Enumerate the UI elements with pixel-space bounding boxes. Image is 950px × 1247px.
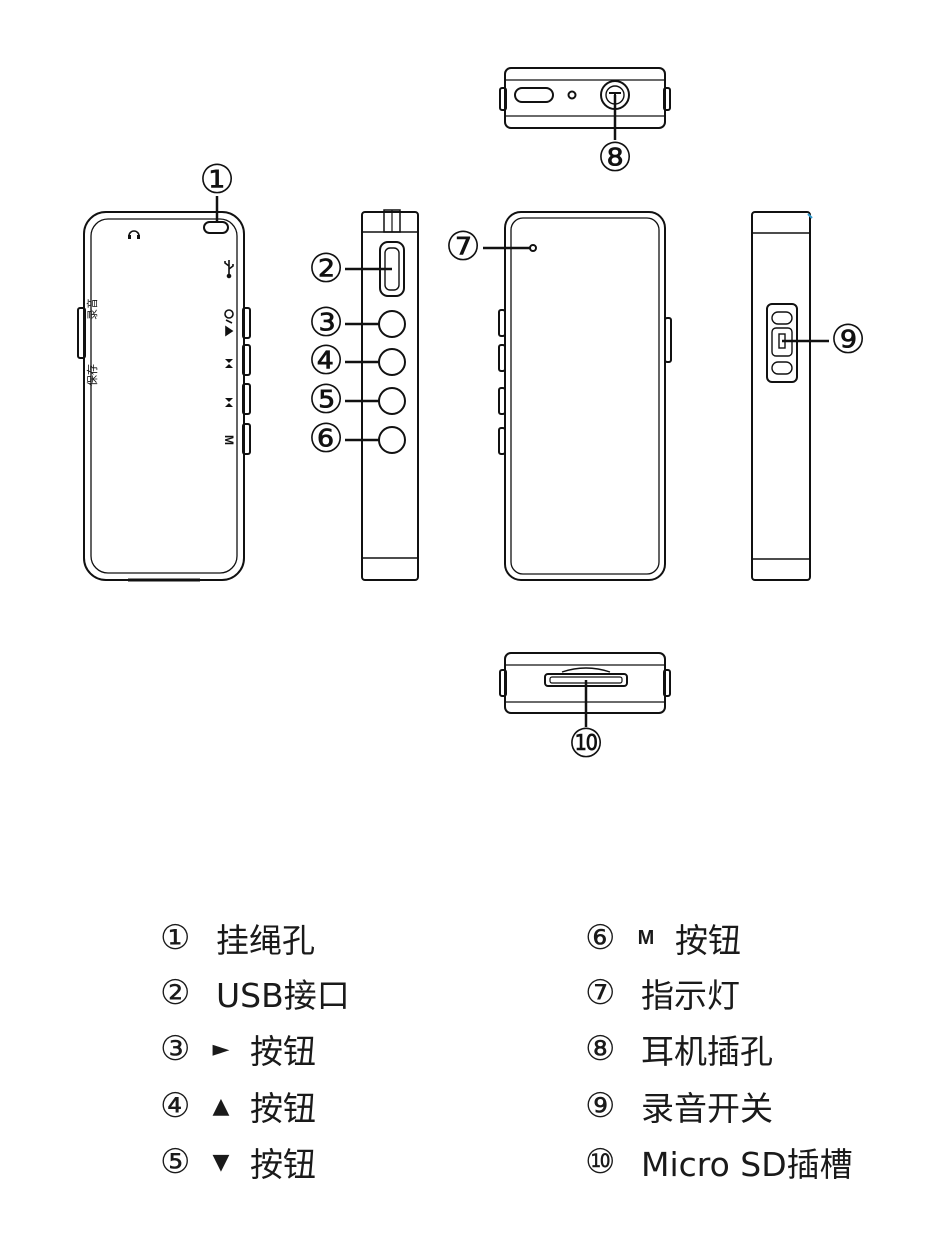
legend-item-play-button: ③ ► 按钮 [160,1027,316,1071]
legend-text: 按钮 [250,1032,316,1071]
front-view [77,211,251,582]
legend-number: ⑨ [585,1086,616,1126]
top-view [499,67,671,129]
legend-item-prev-button: ④ ▲ 按钮 [160,1084,316,1128]
legend-text: 按钮 [250,1145,316,1184]
m-button-label: M [222,435,236,445]
usb-icon [224,260,234,279]
callout-5: ⑤ [308,377,344,423]
legend-item-m-button: ⑥ M 按钮 [585,916,741,960]
legend-number: ④ [160,1086,191,1126]
legend-text: USB接口 [216,976,350,1015]
legend-number: ② [160,973,191,1013]
next-icon: ▼ [212,1149,230,1175]
legend-text: 按钮 [675,921,741,960]
callout-4: ④ [308,338,344,384]
callout-3: ③ [308,300,344,346]
legend-text: 挂绳孔 [216,921,315,960]
side-button-record [77,307,86,359]
lanyard-hole [203,221,229,234]
record-switch [766,303,798,383]
headphone-icon [128,230,140,239]
side-view-ports [361,209,419,581]
legend-text: 录音开关 [641,1089,773,1128]
next-icon [225,398,233,407]
legend-number: ⑥ [585,918,616,958]
legend-number: ⑩ [585,1142,616,1182]
legend-item-usb-port: ② USB接口 [160,971,350,1015]
legend-number: ③ [160,1029,191,1069]
play-icon: ► [212,1036,230,1062]
record-label: 录音 [85,298,99,320]
callout-9: ⑨ [830,317,866,363]
play-power-icon [224,309,234,337]
back-view [498,211,672,581]
legend-item-next-button: ⑤ ▼ 按钮 [160,1140,316,1184]
prev-icon: ▲ [212,1093,230,1119]
legend-item-headphone-jack: ⑧ 耳机插孔 [585,1027,773,1071]
callout-10: ⑩ [568,721,604,767]
callout-1: ① [199,157,235,203]
button-play [378,310,406,338]
indicator-light [529,244,537,252]
side-view-switch [751,211,811,581]
callout-7: ⑦ [445,224,481,270]
prev-icon [225,359,233,368]
leader-lines [215,95,829,727]
legend-item-lanyard-hole: ① 挂绳孔 [160,916,315,960]
legend-number: ⑦ [585,973,616,1013]
button-prev [378,348,406,376]
m-icon: M [637,926,655,949]
legend-text: 耳机插孔 [641,1032,773,1071]
legend-text: 按钮 [250,1089,316,1128]
legend-number: ① [160,918,191,958]
legend-item-indicator-light: ⑦ 指示灯 [585,971,740,1015]
legend-text: 指示灯 [641,976,740,1015]
callout-2: ② [308,246,344,292]
legend-item-record-switch: ⑨ 录音开关 [585,1084,773,1128]
legend-text: Micro SD插槽 [641,1145,853,1184]
legend-number: ⑤ [160,1142,191,1182]
legend-number: ⑧ [585,1029,616,1069]
button-m [378,426,406,454]
legend-item-micro-sd-slot: ⑩ Micro SD插槽 [585,1140,853,1184]
callout-6: ⑥ [308,416,344,462]
callout-8: ⑧ [597,135,633,181]
button-next [378,387,406,415]
save-label: 保存 [85,364,99,386]
